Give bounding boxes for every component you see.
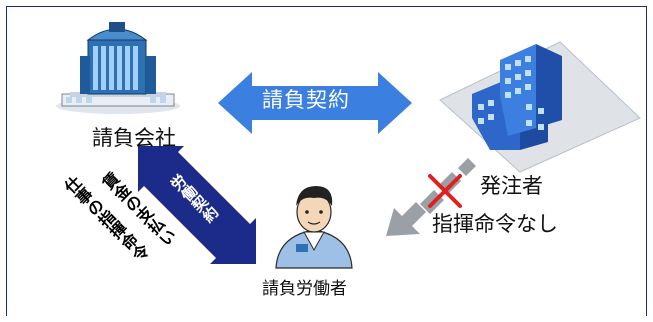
cross-mark-icon — [428, 174, 462, 208]
worker-person-icon — [275, 186, 353, 269]
labor-contract-arrow — [138, 146, 256, 264]
client-label: 発注者 — [480, 174, 543, 198]
no-direction-label: 指揮命令なし — [432, 212, 558, 236]
company-label: 請負会社 — [92, 126, 176, 150]
client-building-icon — [439, 41, 641, 173]
contract-label: 請負契約 — [262, 88, 350, 112]
worker-label: 請負労働者 — [262, 279, 347, 299]
company-building-icon — [56, 22, 180, 114]
contract-arrow — [218, 72, 412, 134]
diagram-frame — [6, 6, 647, 316]
